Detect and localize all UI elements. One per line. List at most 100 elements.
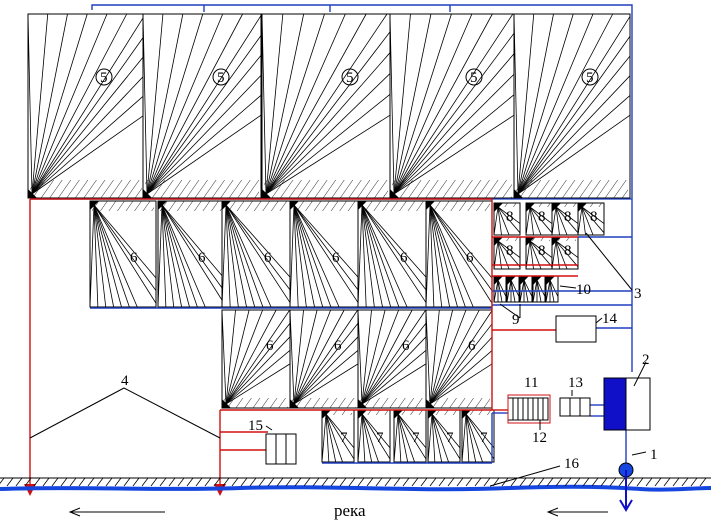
pond-label: 5 bbox=[100, 70, 108, 86]
large-pond-2: 5 bbox=[142, 13, 262, 199]
riverbank-hatch bbox=[0, 477, 707, 487]
river-flow-arrows bbox=[68, 507, 608, 517]
pond-label: 8 bbox=[506, 243, 514, 259]
pond-label: 6 bbox=[264, 250, 272, 266]
tank-cell bbox=[559, 397, 571, 417]
medium-ponds-row-1: 6 6 6 6 6 6 bbox=[89, 200, 493, 308]
small-pond-7-1: 7 bbox=[321, 409, 355, 463]
medium-pond-a1: 6 bbox=[89, 200, 157, 308]
label-16: 16 bbox=[564, 456, 580, 472]
tank-cell bbox=[527, 397, 534, 421]
drainage-network bbox=[29, 198, 578, 490]
small-pond-8-3: 8 bbox=[551, 202, 579, 236]
pond-label: 8 bbox=[590, 209, 598, 225]
river-line bbox=[0, 484, 711, 492]
pond-label: 7 bbox=[446, 430, 454, 446]
medium-pond-a2: 6 bbox=[157, 200, 225, 308]
label-12: 12 bbox=[532, 430, 547, 446]
medium-pond-b1: 6 bbox=[221, 309, 291, 409]
pond-label: 6 bbox=[400, 250, 408, 266]
small-pond-7-5: 7 bbox=[461, 409, 495, 463]
pond-label: 6 bbox=[466, 250, 474, 266]
tank-cell bbox=[275, 433, 287, 465]
label-2: 2 bbox=[642, 352, 650, 368]
tank-cell bbox=[512, 397, 519, 421]
label-11: 11 bbox=[524, 375, 538, 391]
small-pond-8-5: 8 bbox=[493, 236, 521, 270]
small-ponds-7: 7 7 7 7 7 bbox=[321, 409, 495, 463]
label-1: 1 bbox=[650, 447, 658, 463]
large-pond-3: 5 bbox=[261, 13, 391, 199]
tank-cell bbox=[542, 397, 549, 421]
medium-pond-b3: 6 bbox=[357, 309, 427, 409]
pond-label: 8 bbox=[506, 209, 514, 225]
tank-cell bbox=[537, 397, 544, 421]
tank-cell bbox=[579, 397, 591, 417]
large-pond-1: 5 bbox=[27, 13, 145, 199]
medium-pond-a3: 6 bbox=[221, 200, 291, 308]
label-3: 3 bbox=[634, 286, 642, 302]
medium-pond-a5: 6 bbox=[357, 200, 427, 308]
small-ponds-9 bbox=[493, 275, 559, 303]
tank-cell bbox=[569, 397, 581, 417]
label-13: 13 bbox=[568, 375, 583, 391]
pond-label: 6 bbox=[266, 338, 274, 354]
medium-pond-b4: 6 bbox=[425, 309, 493, 409]
label-10: 10 bbox=[576, 282, 591, 298]
pond-label: 7 bbox=[340, 430, 348, 446]
small-pond-8-2: 8 bbox=[525, 202, 553, 236]
small-pond-9-5 bbox=[545, 275, 559, 303]
tank-cell bbox=[507, 397, 514, 421]
pond-label: 6 bbox=[332, 250, 340, 266]
label-14: 14 bbox=[602, 311, 618, 327]
pond-label: 5 bbox=[470, 70, 478, 86]
tank-block-13 bbox=[559, 397, 591, 417]
pond-label: 8 bbox=[564, 243, 572, 259]
small-pond-7-2: 7 bbox=[357, 409, 391, 463]
river-label: река bbox=[334, 501, 366, 520]
pump-station-building bbox=[625, 377, 651, 431]
facility-14 bbox=[555, 315, 597, 343]
medium-pond-a4: 6 bbox=[289, 200, 359, 308]
small-pond-7-3: 7 bbox=[393, 409, 427, 463]
pond-label: 6 bbox=[334, 338, 342, 354]
small-pond-7-4: 7 bbox=[427, 409, 461, 463]
tank-cell bbox=[285, 433, 297, 465]
drain-main-line bbox=[30, 198, 493, 330]
pond-label: 8 bbox=[564, 209, 572, 225]
pond-label: 7 bbox=[376, 430, 384, 446]
large-ponds-row: 5 5 5 5 5 bbox=[27, 13, 631, 199]
pond-label: 7 bbox=[480, 430, 488, 446]
pond-label: 6 bbox=[130, 250, 138, 266]
label-15: 15 bbox=[248, 418, 263, 434]
small-pond-8-6: 8 bbox=[525, 236, 553, 270]
small-pond-8-7: 8 bbox=[551, 236, 579, 270]
small-pond-9-2 bbox=[506, 275, 520, 303]
tank-cell bbox=[522, 397, 529, 421]
pond-label: 6 bbox=[468, 338, 476, 354]
pond-label: 5 bbox=[586, 70, 594, 86]
small-pond-8-1: 8 bbox=[493, 202, 521, 236]
tank-cell bbox=[532, 397, 539, 421]
pond-label: 5 bbox=[346, 70, 354, 86]
label-9: 9 bbox=[512, 312, 520, 328]
pond-label: 8 bbox=[538, 209, 546, 225]
small-ponds-8: 8 8 8 8 8 8 8 bbox=[493, 202, 605, 270]
tank-cell bbox=[265, 433, 277, 465]
leader-lines bbox=[29, 232, 647, 487]
large-pond-4: 5 bbox=[389, 13, 515, 199]
pond-label: 7 bbox=[412, 430, 420, 446]
tank-block-15 bbox=[265, 433, 297, 465]
small-pond-9-4 bbox=[532, 275, 546, 303]
large-pond-5: 5 bbox=[513, 13, 631, 199]
small-pond-9-3 bbox=[519, 275, 533, 303]
medium-pond-b2: 6 bbox=[289, 309, 359, 409]
tank-cell bbox=[517, 397, 524, 421]
pond-label: 6 bbox=[198, 250, 206, 266]
label-4: 4 bbox=[121, 373, 129, 389]
pond-label: 8 bbox=[538, 243, 546, 259]
small-pond-8-4: 8 bbox=[577, 202, 605, 236]
